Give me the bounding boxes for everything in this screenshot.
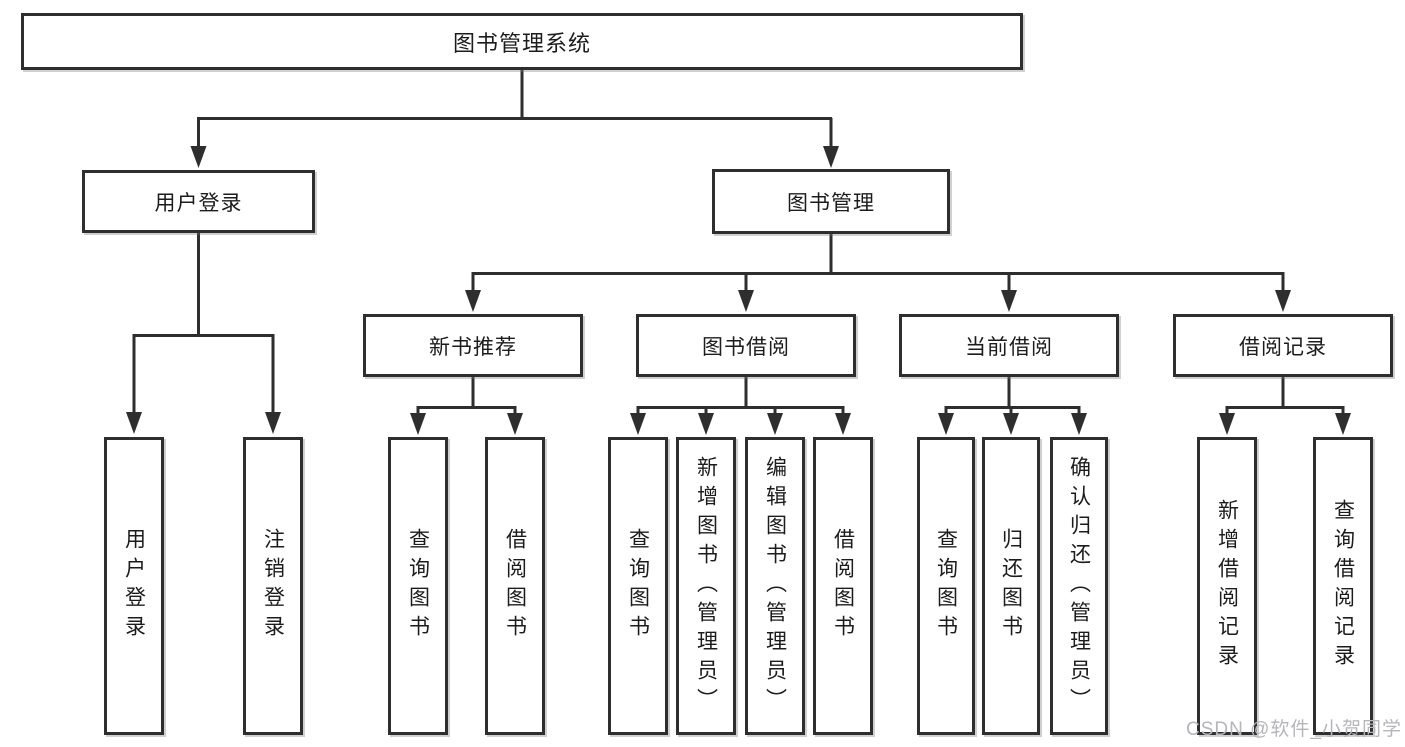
leaf-confirm-return-admin: 确认归还（管理员） bbox=[1050, 437, 1108, 735]
leaf-edit-books-admin: 编辑图书（管理员） bbox=[745, 437, 805, 735]
node-borrow-records: 借阅记录 bbox=[1173, 314, 1393, 377]
leaf-borrow-books-recommend: 借阅图书 bbox=[485, 437, 545, 735]
csdn-watermark: CSDN @软件_小贺同学 bbox=[1186, 719, 1402, 740]
leaf-query-books-current: 查询图书 bbox=[917, 437, 975, 735]
leaf-query-books-recommend: 查询图书 bbox=[388, 437, 448, 735]
leaf-query-books-borrow: 查询图书 bbox=[608, 437, 668, 735]
leaf-return-books: 归还图书 bbox=[982, 437, 1040, 735]
node-user-login-branch: 用户登录 bbox=[82, 170, 315, 233]
leaf-user-login: 用户登录 bbox=[104, 437, 164, 735]
leaf-borrow-books: 借阅图书 bbox=[813, 437, 873, 735]
leaf-add-borrow-record: 新增借阅记录 bbox=[1197, 437, 1257, 735]
leaf-query-borrow-record: 查询借阅记录 bbox=[1313, 437, 1373, 735]
leaf-logout: 注销登录 bbox=[243, 437, 303, 735]
node-system-root: 图书管理系统 bbox=[21, 13, 1023, 70]
leaf-add-books-admin: 新增图书（管理员） bbox=[676, 437, 736, 735]
connector-line bbox=[132, 68, 1345, 416]
node-current-borrow: 当前借阅 bbox=[899, 314, 1119, 377]
node-new-book-recommend: 新书推荐 bbox=[363, 314, 583, 377]
node-book-borrow: 图书借阅 bbox=[636, 314, 856, 377]
node-book-management-branch: 图书管理 bbox=[712, 169, 950, 234]
